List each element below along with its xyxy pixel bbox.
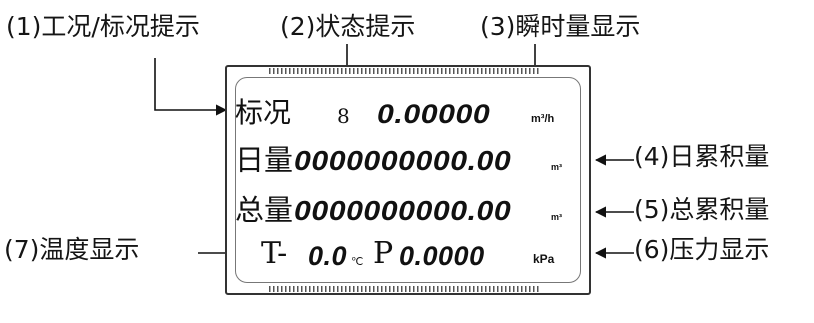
lcd-pressure-unit: kPa: [533, 252, 555, 266]
lcd-connector-bottom: [269, 286, 541, 292]
lcd-connector-top: [269, 68, 541, 74]
callout-status-indicator: (2)状态提示: [280, 12, 416, 41]
lcd-daily-label: 日量: [235, 143, 294, 177]
lcd-status-digit: 8: [337, 104, 350, 128]
lcd-total-value: 0000000000.00: [294, 195, 512, 226]
lcd-pressure-prefix: P: [373, 236, 394, 271]
lcd-temp-unit: ℃: [351, 256, 364, 268]
callout-grand-total: (5)总累积量: [634, 195, 770, 224]
leader-line-mode: [154, 58, 228, 116]
lcd-total-unit: m³: [551, 212, 562, 222]
callout-daily-total: (4)日累积量: [634, 142, 770, 171]
lcd-pressure-value: 0.0000: [399, 241, 485, 271]
callout-mode-indicator: (1)工况/标况提示: [6, 12, 200, 41]
callout-temperature-display: (7)温度显示: [4, 235, 140, 264]
lcd-display-area: [235, 77, 581, 283]
lcd-instant-value: 0.00000: [377, 99, 491, 129]
lcd-temp-prefix: T-: [261, 236, 288, 271]
lcd-daily-value: 0000000000.00: [294, 145, 512, 176]
lcd-mode-label: 标况: [235, 96, 292, 129]
lcd-panel: 标况 8 0.00000 m³/h 日量 0000000000.00 m³ 总量…: [225, 65, 591, 295]
lcd-total-label: 总量: [235, 193, 294, 227]
callout-pressure-display: (6)压力显示: [634, 235, 770, 264]
lcd-temp-value: 0.0: [308, 241, 348, 271]
callout-instant-display: (3)瞬时量显示: [480, 12, 641, 41]
lcd-daily-unit: m³: [551, 162, 562, 172]
lcd-instant-unit: m³/h: [531, 113, 555, 125]
